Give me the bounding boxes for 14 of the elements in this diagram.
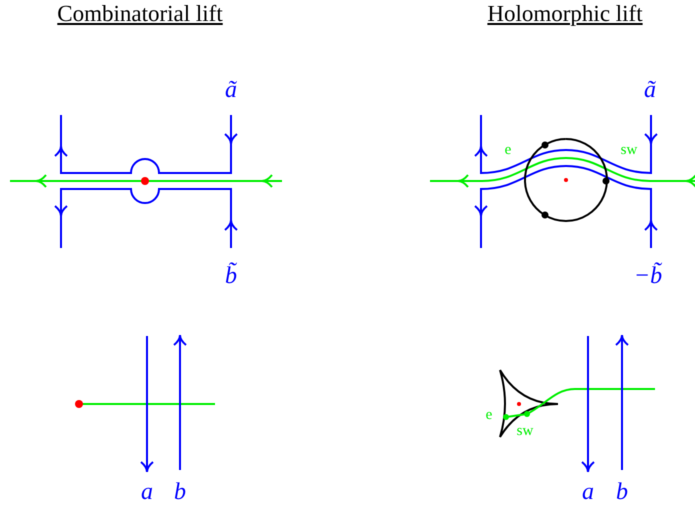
math-label: ã (225, 78, 237, 102)
point-label: sw (620, 143, 638, 158)
point-label: sw (516, 424, 534, 439)
point-label: e (486, 408, 492, 423)
math-label: −b̃ (634, 264, 662, 288)
math-label: b (174, 480, 186, 504)
heading: Combinatorial lift (57, 2, 223, 25)
point-label: e (504, 143, 512, 158)
math-label: b̃ (225, 264, 237, 288)
math-label: b (616, 480, 628, 504)
math-label: a (582, 480, 594, 504)
math-label: a (141, 480, 153, 504)
heading: Holomorphic lift (487, 2, 643, 25)
math-label: ã (644, 78, 656, 102)
